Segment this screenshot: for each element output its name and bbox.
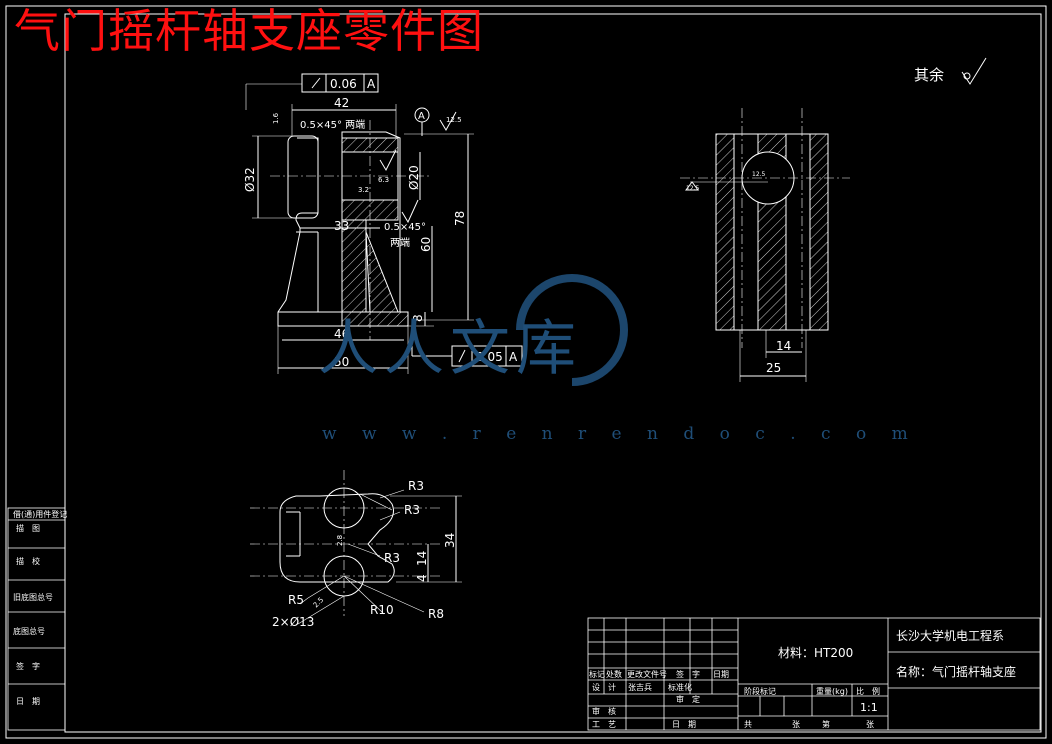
dim-d20: Ø20 [407, 165, 421, 190]
surface-finish-icon [961, 57, 987, 85]
tb-material: 材料：HT200 [778, 646, 853, 660]
front-view-labels: 0.06 A A 42 0.5×45° 两端 12.5 6.3 3.2 Ø32 … [243, 77, 518, 369]
strip-label-5: 签 字 [16, 661, 40, 671]
dim-d32: Ø32 [243, 167, 257, 192]
tolerance-1-datum: A [367, 77, 376, 91]
datum-a-label: A [418, 111, 425, 122]
dim-33: 33 [334, 219, 349, 233]
tb-stage-2: 比 例 [856, 686, 880, 696]
side-dim-25: 25 [766, 361, 781, 375]
page-title: 气门摇杆轴支座零件图 [14, 4, 484, 58]
tolerance-1-value: 0.06 [330, 77, 357, 91]
roughness-1: 12.5 [446, 116, 462, 124]
strip-label-4: 底图总号 [13, 626, 45, 636]
top-small-b: 2.5 [312, 596, 326, 610]
top-dim-4: 4 [415, 574, 429, 582]
top-r5: R5 [288, 593, 304, 607]
tb-check: 审 核 [592, 706, 616, 716]
tb-stage-1: 重量(kg) [816, 686, 848, 696]
strip-label-6: 日 期 [16, 697, 40, 706]
top-r3-a: R3 [408, 479, 424, 493]
tb-header-3: 签 字 [676, 669, 700, 679]
watermark-url: w w w . r e n r e n d o c . c o m [322, 424, 918, 444]
tb-design-0: 设 计 [592, 682, 616, 692]
tb-header-0: 标记 [589, 669, 605, 679]
top-r3-b: R3 [404, 503, 420, 517]
top-view [250, 470, 462, 625]
dim-46: 46 [334, 327, 349, 341]
strip-label-0: 借(通)用件登记 [13, 509, 67, 519]
left-strip [7, 507, 66, 731]
tolerance-2-value: 0.05 [476, 350, 503, 364]
tb-scale: 1:1 [860, 701, 878, 714]
dim-42: 42 [334, 96, 349, 110]
top-r8: R8 [428, 607, 444, 621]
top-r3-c: R3 [384, 551, 400, 565]
tb-process-1: 日 期 [672, 720, 696, 729]
top-r10: R10 [370, 603, 394, 617]
watermark-logo [516, 274, 628, 386]
dim-8: 8 [411, 314, 425, 322]
tb-design-2: 标准化 [668, 682, 692, 692]
top-holes: 2×Ø13 [272, 615, 314, 629]
tb-sheet-2: 第 [822, 719, 830, 729]
dim-78: 78 [453, 211, 467, 226]
inner-frame [64, 13, 1042, 733]
chamfer-bottom: 0.5×45° [384, 222, 426, 233]
top-dim-34: 34 [443, 533, 457, 548]
tb-review: 审 定 [676, 694, 700, 704]
strip-label-2: 描 校 [16, 556, 40, 566]
chamfer-top: 0.5×45° 两端 [300, 118, 365, 131]
side-roughness-a: 12.5 [686, 185, 700, 192]
tb-header-1: 处数 [606, 669, 622, 679]
dim-60: 60 [419, 237, 433, 252]
tb-process-0: 工 艺 [592, 720, 616, 729]
strip-label-1: 描 图 [16, 523, 40, 533]
tb-school: 长沙大学机电工程系 [896, 628, 1004, 643]
title-block [587, 617, 1041, 731]
tb-design-1: 张吉兵 [628, 682, 652, 692]
tb-sheet-3: 张 [866, 720, 874, 729]
tb-sheet-1: 张 [792, 720, 800, 729]
outer-frame [5, 5, 1047, 739]
tb-sheet-0: 共 [744, 720, 752, 729]
small-dim: 1.6 [272, 112, 280, 124]
surface-note: 其余 [914, 66, 945, 84]
dim-50: 50 [334, 355, 349, 369]
tb-header-4: 日期 [713, 670, 729, 679]
watermark-cn: 人人文库 [318, 314, 582, 384]
top-dim-14: 14 [415, 551, 429, 566]
tb-part-name: 名称：气门摇杆轴支座 [896, 664, 1016, 679]
roughness-3: 3.2 [358, 186, 369, 194]
tb-header-2: 更改文件号 [627, 669, 667, 679]
both-ends: 两端 [390, 236, 410, 249]
side-dim-14: 14 [776, 339, 791, 353]
front-view [245, 73, 523, 374]
top-small-a: 2.8 [336, 535, 344, 546]
side-roughness-b: 12.5 [752, 171, 766, 178]
strip-label-3: 旧底图总号 [13, 592, 53, 602]
roughness-2: 6.3 [378, 176, 389, 184]
tb-stage-0: 阶段标记 [744, 686, 776, 696]
side-view [680, 108, 850, 382]
tolerance-2-datum: A [509, 350, 518, 364]
